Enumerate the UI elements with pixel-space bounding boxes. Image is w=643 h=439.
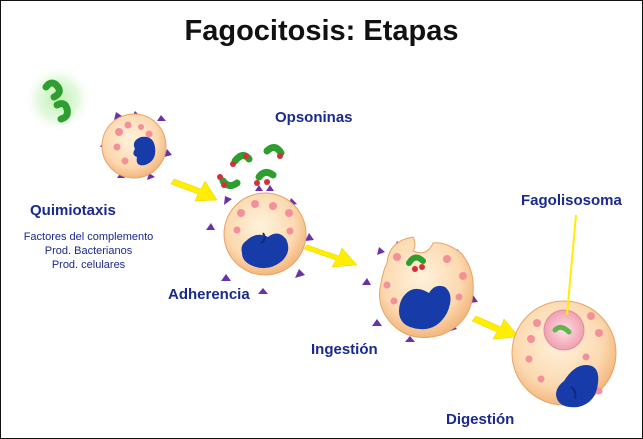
neutrophil-digestion	[512, 301, 616, 407]
stage-quimiotaxis: Quimiotaxis	[30, 202, 116, 219]
neutrophil-chemotaxis	[100, 111, 172, 180]
label-opsoninas: Opsoninas	[275, 109, 353, 126]
label-fagolisosoma: Fagolisosoma	[521, 192, 622, 209]
arrow-2	[304, 245, 357, 267]
quimiotaxis-factors: Factores del complemento Prod. Bacterian…	[11, 230, 166, 272]
page-title: Fagocitosis: Etapas	[1, 15, 642, 48]
factor-item: Prod. celulares	[11, 258, 166, 272]
factor-item: Factores del complemento	[11, 230, 166, 244]
neutrophil-ingestion	[362, 237, 478, 342]
opsonized-bacteria	[217, 147, 283, 188]
arrow-1	[171, 179, 217, 201]
arrow-3	[472, 316, 519, 339]
stage-adherencia: Adherencia	[168, 286, 250, 303]
stage-ingestion: Ingestión	[311, 341, 378, 358]
neutrophil-adherence	[206, 185, 314, 294]
factor-item: Prod. Bacterianos	[11, 244, 166, 258]
stage-digestion: Digestión	[446, 411, 514, 428]
chemotactic-bacteria	[24, 65, 92, 133]
fagolisosoma-pointer	[567, 215, 576, 315]
